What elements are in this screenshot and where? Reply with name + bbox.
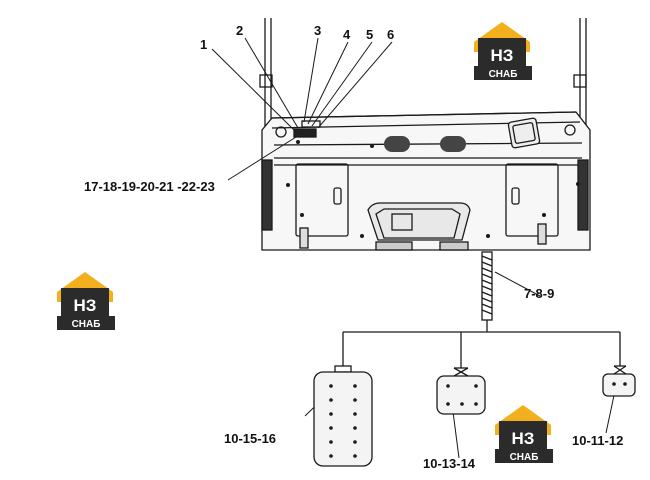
callout-7-9: 7-8-9 [524,286,554,301]
callout-10-11-12: 10-11-12 [572,433,623,448]
connector-10-13-14 [436,367,486,415]
callout-17-23: 17-18-19-20-21 -22-23 [84,179,215,194]
connector-10-11-12 [602,365,636,397]
callout-2: 2 [236,23,243,38]
svg-text:СНАБ: СНАБ [72,319,101,330]
callout-5: 5 [366,27,373,42]
svg-text:НЗ: НЗ [74,296,97,315]
svg-text:НЗ: НЗ [491,46,514,65]
svg-text:НЗ: НЗ [512,429,535,448]
callout-10-15-16: 10-15-16 [224,431,276,446]
callout-6: 6 [387,27,394,42]
logo-watermark-left: НЗ СНАБ [57,272,115,330]
svg-text:СНАБ: СНАБ [489,69,518,80]
callout-10-13-14: 10-13-14 [423,456,476,471]
logo-watermark-top: НЗ СНАБ [474,22,532,80]
connector-10-15-16 [313,365,373,467]
cab-body [259,18,591,251]
logo-watermark-bottom: НЗ СНАБ [495,405,553,463]
harness [342,251,621,368]
svg-text:СНАБ: СНАБ [510,452,539,463]
callout-1: 1 [200,37,207,52]
callout-3: 3 [314,23,321,38]
callout-4: 4 [343,27,351,42]
